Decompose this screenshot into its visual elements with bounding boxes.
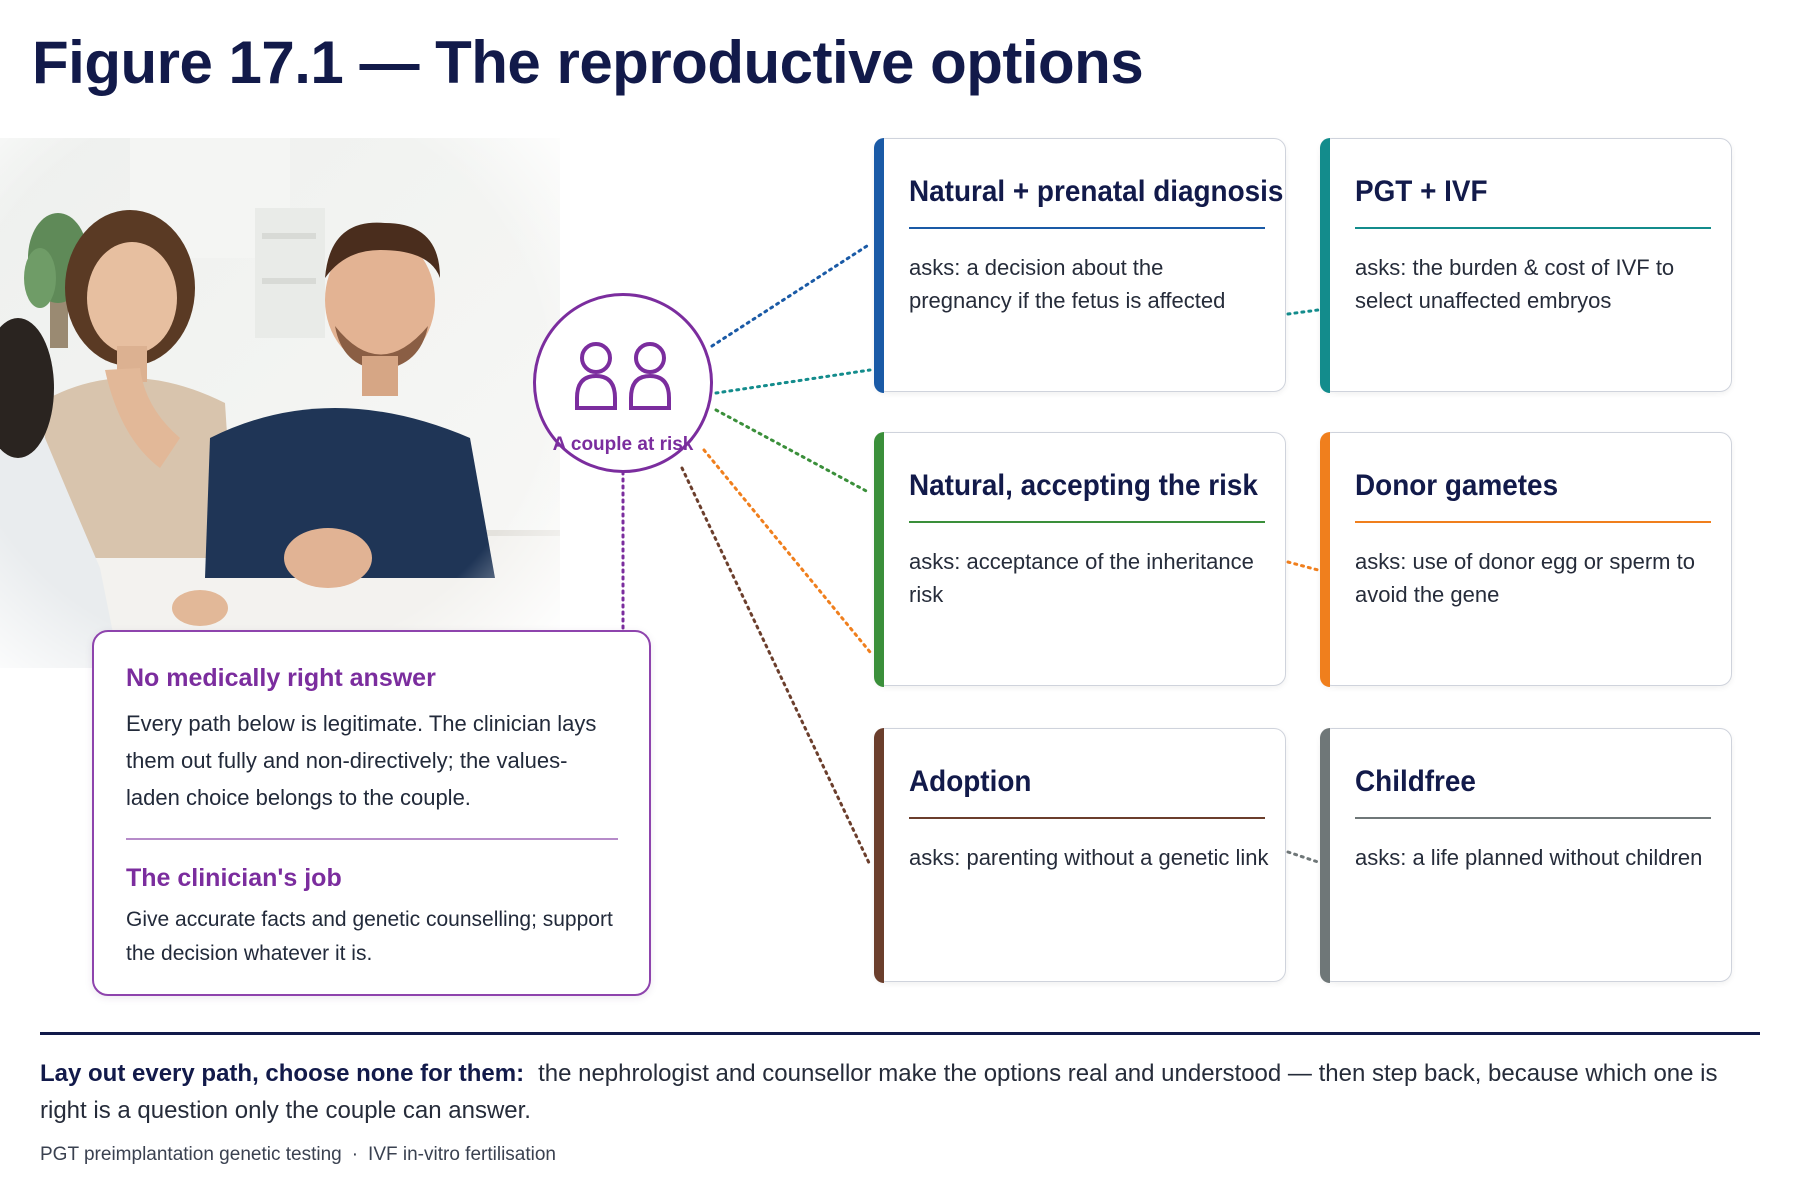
connector-adoption [680,466,872,867]
option-rule [1355,817,1711,819]
figure-title: Figure 17.1 — The reproductive options [32,29,1144,96]
abbreviation-separator: · [351,1144,359,1165]
option-title: Adoption [909,765,1032,798]
option-card-natural-prenatal: Natural + prenatal diagnosis asks: a dec… [873,137,1286,393]
option-text: asks: use of donor egg or sperm to avoid… [1355,549,1695,607]
connector-pgt-ivf [714,368,872,395]
connector-natural-accepting [714,408,872,495]
option-text: asks: a life planned without children [1355,845,1703,870]
option-title: PGT + IVF [1355,175,1488,208]
hub-label: A couple at risk [552,434,694,455]
connector-donor-gametes-link [1286,560,1320,572]
option-text: asks: the burden & cost of IVF to select… [1355,255,1675,313]
option-accent-bar [1319,727,1330,983]
takeaway-lead: Lay out every path, choose none for them… [40,1060,525,1087]
note-divider [126,838,618,840]
option-accent-bar [1319,431,1330,687]
takeaway-text: the nephrologist and counsellor make the… [40,1060,1718,1124]
connector-childfree-link [1286,850,1320,864]
note-body-clinician-job: Give accurate facts and genetic counsell… [126,908,613,965]
option-title: Natural + prenatal diagnosis [909,175,1284,208]
option-accent-bar [873,431,884,687]
connector-donor-gametes [702,448,872,654]
option-rule [909,227,1265,229]
option-text: asks: a decision about the pregnancy if … [909,255,1226,313]
abbreviations: PGT preimplantation genetic testing · IVF … [40,1144,556,1166]
footer-divider [40,1032,1760,1035]
option-title: Natural, accepting the risk [909,469,1258,502]
option-rule [909,521,1265,523]
couple-photo [0,138,560,668]
option-accent-bar [873,727,884,983]
couple-icon [573,338,675,415]
option-card-childfree: Childfree asks: a life planned without c… [1319,727,1732,983]
option-text: asks: parenting without a genetic link [909,845,1269,870]
note-heading-clinician-job: The clinician's job [126,864,342,892]
option-card-pgt-ivf: PGT + IVF asks: the burden & cost of IVF… [1319,137,1732,393]
option-card-adoption: Adoption asks: parenting without a genet… [873,727,1286,983]
connector-pgt-ivf-link [1286,308,1320,316]
option-rule [909,817,1265,819]
option-rule [1355,227,1711,229]
option-accent-bar [873,137,884,393]
connector-natural-prenatal [710,242,872,348]
note-heading-no-right-answer: No medically right answer [126,664,436,692]
option-card-donor-gametes: Donor gametes asks: use of donor egg or … [1319,431,1732,687]
abbreviation-ivf: IVF in-vitro fertilisation [368,1144,556,1165]
option-accent-bar [1319,137,1330,393]
takeaway: Lay out every path, choose none for them… [40,1055,1740,1129]
option-title: Childfree [1355,765,1476,798]
option-title: Donor gametes [1355,469,1559,502]
option-card-natural-accepting: Natural, accepting the risk asks: accept… [873,431,1286,687]
option-text: asks: acceptance of the inheritance risk [909,549,1254,607]
option-rule [1355,521,1711,523]
counselling-note: No medically right answer Every path bel… [92,630,651,996]
couple-at-risk-hub: A couple at risk [533,293,713,473]
abbreviation-pgt: PGT preimplantation genetic testing [40,1144,342,1165]
note-body-no-right-answer: Every path below is legitimate. The clin… [126,711,597,810]
